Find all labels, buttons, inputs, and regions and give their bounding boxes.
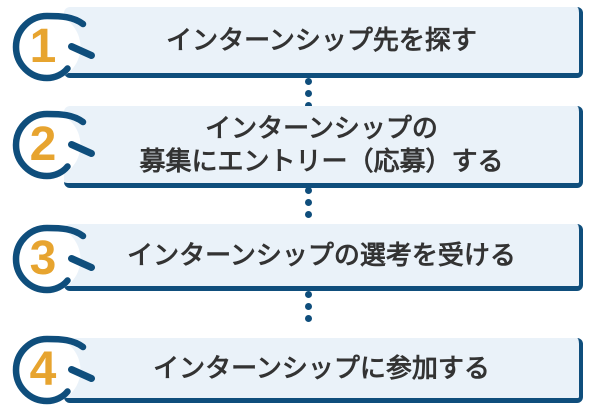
sketch-circle-icon bbox=[12, 335, 95, 405]
connector-dot bbox=[304, 315, 312, 322]
step-label: インターンシップに参加する bbox=[153, 352, 490, 383]
step-box-4: インターンシップに参加する bbox=[64, 338, 583, 403]
step-number: 2 bbox=[29, 117, 57, 171]
step-number: 1 bbox=[29, 19, 57, 73]
sketch-circle-icon bbox=[12, 110, 95, 180]
step-number: 3 bbox=[29, 231, 57, 285]
step-number-badge-1: 1 bbox=[0, 0, 97, 97]
step-number-badge-3: 3 bbox=[0, 209, 97, 309]
step-label: インターンシップの選考を受ける bbox=[127, 239, 516, 270]
dotted-connector-2 bbox=[304, 187, 312, 218]
dotted-connector-3 bbox=[304, 291, 312, 322]
step-label: インターンシップ先を探す bbox=[166, 24, 477, 55]
step-number-badge-4: 4 bbox=[0, 320, 97, 410]
sketch-circle-icon bbox=[12, 12, 95, 82]
step-box-2: インターンシップの 募集にエントリー（応募）する bbox=[64, 106, 583, 188]
connector-dot bbox=[304, 303, 312, 310]
step-box-3: インターンシップの選考を受ける bbox=[64, 224, 583, 291]
connector-dot bbox=[304, 187, 312, 194]
connector-dot bbox=[304, 102, 312, 109]
dotted-connector-1 bbox=[304, 78, 312, 109]
connector-dot bbox=[304, 199, 312, 206]
connector-dot bbox=[304, 78, 312, 85]
step-box-1: インターンシップ先を探す bbox=[64, 7, 583, 78]
step-label: 募集にエントリー（応募）する bbox=[139, 145, 504, 176]
connector-dot bbox=[304, 211, 312, 218]
step-number: 4 bbox=[29, 342, 57, 396]
connector-dot bbox=[304, 90, 312, 97]
connector-dot bbox=[304, 291, 312, 298]
step-label: インターンシップの bbox=[205, 112, 438, 143]
sketch-circle-icon bbox=[12, 224, 95, 294]
step-number-badge-2: 2 bbox=[0, 95, 97, 195]
